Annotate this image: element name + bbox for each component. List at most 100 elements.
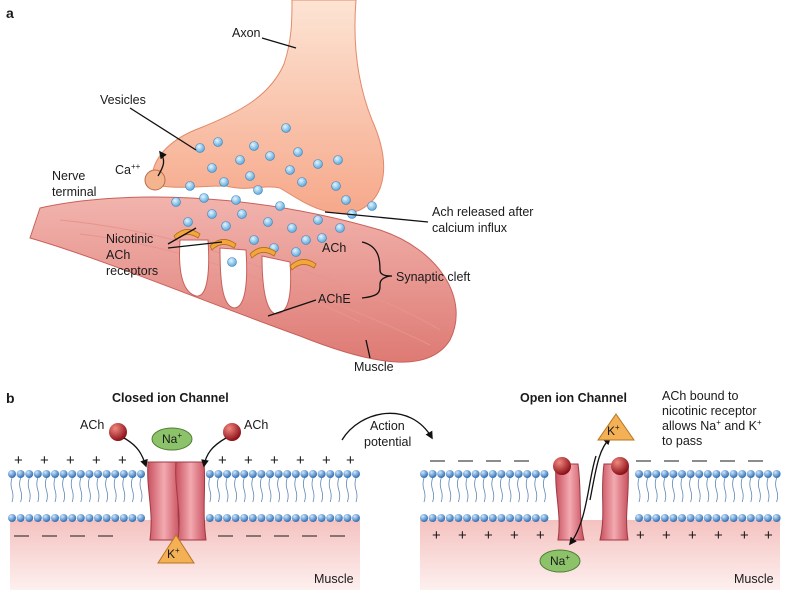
- lipid-tail: [251, 477, 255, 503]
- membrane-open: [420, 520, 780, 590]
- svg-text:nicotinic receptor: nicotinic receptor: [662, 404, 757, 418]
- lipid-head: [214, 470, 223, 478]
- lipid-head: [652, 470, 661, 478]
- lipid-head: [764, 514, 772, 522]
- lipid-tail: [45, 477, 48, 503]
- lipid-head: [471, 470, 480, 478]
- lipid-tail: [525, 477, 529, 503]
- synaptic-cleft-label: Synaptic cleft: [396, 270, 471, 284]
- lipid-tail: [268, 477, 272, 503]
- lipid-head: [85, 470, 94, 478]
- lipid-head: [94, 470, 102, 478]
- lipid-head: [42, 514, 51, 522]
- nicotinic-leader-2: [167, 241, 223, 249]
- lipid-tail: [706, 477, 710, 503]
- ach-molecule-icon: [611, 457, 629, 475]
- vesicle-icon: [331, 181, 341, 191]
- vesicle-icon: [221, 221, 231, 231]
- lipid-head: [51, 470, 59, 478]
- vesicle-icon: [291, 247, 301, 257]
- negative-charge: —: [720, 452, 735, 469]
- lipid-tail: [217, 477, 220, 503]
- muscle-leader: [365, 339, 371, 359]
- vesicle-icon: [171, 197, 181, 207]
- negative-charge: —: [458, 452, 473, 469]
- sodium-ion-icon: Na+: [151, 427, 193, 451]
- vesicle-group: [171, 123, 377, 267]
- lipid-tail: [234, 477, 237, 503]
- vesicles-label: Vesicles: [100, 93, 146, 107]
- lipid-head: [33, 470, 42, 478]
- action-potential-arrow: [341, 412, 433, 441]
- lipid-head: [454, 514, 463, 522]
- lipid-head: [480, 514, 489, 522]
- lipid-tail: [79, 477, 83, 503]
- lipid-tail: [457, 477, 460, 503]
- positive-charge: +: [764, 527, 773, 544]
- lipid-head: [420, 470, 428, 478]
- vesicle-icon: [285, 165, 295, 175]
- positive-charge: +: [14, 452, 23, 469]
- lipid-head: [488, 514, 497, 522]
- nicotinic-label-line3: receptors: [106, 264, 158, 278]
- vesicle-icon: [207, 209, 217, 219]
- lipid-head: [635, 470, 643, 478]
- lipid-tail: [27, 477, 31, 503]
- lipid-head: [480, 470, 489, 478]
- vesicle-icon: [297, 177, 307, 187]
- lipid-tail: [732, 477, 735, 503]
- lipid-head: [25, 514, 34, 522]
- lipid-head: [352, 470, 360, 478]
- lipid-head: [309, 470, 317, 478]
- lipid-tail: [517, 477, 520, 503]
- lipid-head: [205, 470, 214, 478]
- vesicle-icon: [281, 123, 291, 133]
- lipid-bilayer: [8, 470, 781, 522]
- vesicle-icon: [335, 223, 345, 233]
- lipid-head: [102, 470, 111, 478]
- lipid-head: [420, 514, 428, 522]
- lipid-head: [274, 470, 283, 478]
- lipid-tail: [277, 477, 280, 503]
- vesicles-leader: [129, 107, 197, 151]
- lipid-tail: [680, 477, 684, 503]
- lipid-tail: [448, 477, 452, 503]
- svg-text:Na+: Na+: [550, 553, 570, 568]
- muscle-label-left: Muscle: [314, 572, 354, 586]
- negative-charge: —: [246, 527, 261, 544]
- negative-charge: —: [636, 452, 651, 469]
- lipid-head: [643, 470, 652, 478]
- svg-text:K+: K+: [607, 423, 620, 438]
- vesicle-icon: [263, 217, 273, 227]
- positive-charge: +: [688, 527, 697, 544]
- lipid-tail: [758, 477, 761, 503]
- lipid-head: [721, 470, 729, 478]
- lipid-head: [514, 470, 523, 478]
- lipid-tail: [663, 477, 667, 503]
- lipid-head: [76, 470, 85, 478]
- lipid-tail: [543, 477, 546, 503]
- lipid-head: [240, 470, 249, 478]
- lipid-tail: [10, 477, 14, 503]
- lipid-tail: [715, 477, 718, 503]
- lipid-tail: [697, 477, 701, 503]
- lipid-tail: [465, 477, 469, 503]
- lipid-head: [240, 514, 249, 522]
- lipid-tail: [654, 477, 658, 503]
- lipid-head: [326, 470, 335, 478]
- lipid-tail: [260, 477, 263, 503]
- lipid-tail: [422, 477, 426, 503]
- lipid-tail: [303, 477, 306, 503]
- open-ion-channel-icon: [555, 463, 629, 541]
- lipid-tail: [113, 477, 117, 503]
- lipid-head: [205, 514, 214, 522]
- lipid-head: [695, 470, 704, 478]
- vesicle-icon: [341, 195, 351, 205]
- lipid-head: [128, 470, 137, 478]
- lipid-tail: [96, 477, 100, 503]
- lipid-head: [76, 514, 85, 522]
- lipid-tail: [105, 477, 108, 503]
- lipid-head: [137, 470, 145, 478]
- positive-charge: +: [714, 527, 723, 544]
